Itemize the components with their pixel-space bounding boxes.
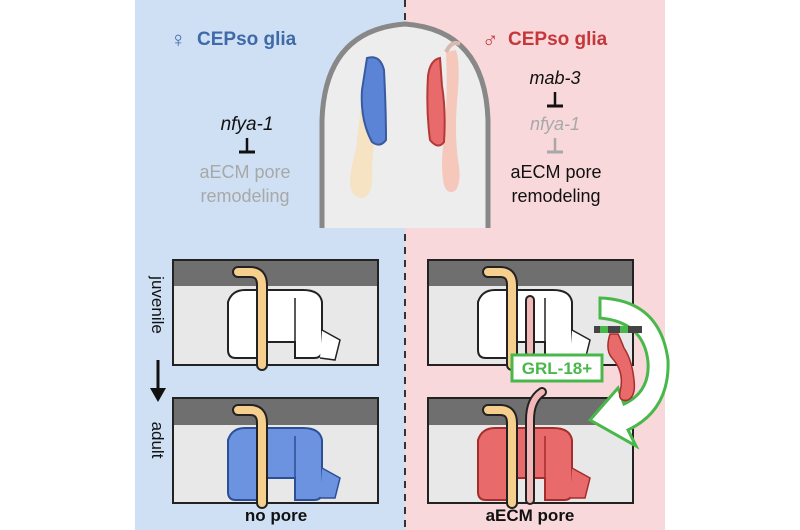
female-inhibition-symbol — [239, 138, 255, 154]
male-inhibition-symbol — [547, 138, 563, 154]
grl18-label: GRL-18+ — [522, 359, 592, 378]
mab3-inhibition-symbol — [547, 92, 563, 108]
male-adult-panel — [427, 387, 634, 509]
adult-label: adult — [148, 422, 167, 459]
grl18-process-arrow — [587, 296, 670, 450]
female-glia-shape — [360, 56, 388, 146]
nfya1-gene-label: nfya-1 — [221, 114, 274, 135]
male-outcome-label: aECM pore — [486, 506, 575, 525]
female-symbol: ♀ — [170, 27, 187, 52]
male-glia-shape — [426, 56, 446, 147]
female-process-line1: aECM pore — [199, 162, 290, 182]
male-process-line2: remodeling — [511, 186, 600, 206]
juvenile-label: juvenile — [148, 275, 167, 334]
female-panel-title: CEPso glia — [197, 29, 297, 50]
grl18-label-box: GRL-18+ — [510, 353, 604, 383]
male-symbol: ♂ — [482, 27, 499, 52]
juvenile-to-adult-arrow — [150, 360, 166, 402]
female-process-line2: remodeling — [200, 186, 289, 206]
male-panel-title: CEPso glia — [508, 29, 608, 50]
male-process-line1: aECM pore — [510, 162, 601, 182]
mab3-gene-label: mab-3 — [529, 68, 580, 88]
male-neuron-shape — [442, 50, 460, 193]
female-outcome-label: no pore — [245, 506, 307, 525]
male-nfya1-gene-label: nfya-1 — [530, 114, 580, 134]
female-adult-panel — [172, 397, 379, 509]
worm-head — [319, 21, 491, 228]
female-juvenile-panel — [172, 259, 379, 371]
